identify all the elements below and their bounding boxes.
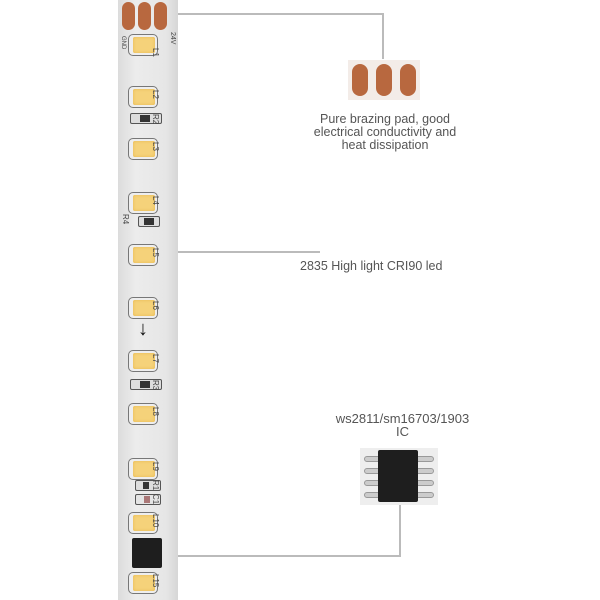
resistor [135, 480, 161, 491]
leader-line [178, 555, 400, 557]
voltage-label: 24V [169, 32, 176, 45]
resistor-label: R1 [151, 480, 160, 491]
led-strip: 24V GND L1 L2 R2 L3 L4 R4 L5 L6 ↓ L7 R3 … [118, 0, 178, 600]
capacitor [135, 494, 161, 505]
led [128, 403, 158, 425]
leader-line [382, 13, 384, 59]
led-label: L7 [151, 354, 160, 363]
led-label: L5 [151, 248, 160, 257]
resistor-label: R4 [121, 214, 130, 225]
resistor-label: R3 [151, 380, 160, 391]
led-label: L8 [151, 407, 160, 416]
led-label: L15 [151, 574, 160, 588]
led [128, 244, 158, 266]
led [128, 138, 158, 160]
led [128, 86, 158, 108]
ic-text-line: IC [396, 424, 409, 439]
led [128, 192, 158, 214]
gnd-label: GND [120, 36, 126, 50]
led [128, 350, 158, 372]
led-label: L2 [151, 90, 160, 99]
led-description: 2835 High light CRI90 led [300, 259, 443, 273]
solder-pad [154, 2, 167, 30]
resistor [130, 379, 162, 390]
led-label: L6 [151, 301, 160, 310]
solder-pad [122, 2, 135, 30]
led [128, 458, 158, 480]
led [128, 297, 158, 319]
capacitor-label: C1 [151, 494, 160, 505]
leader-line [178, 13, 384, 15]
led-label: L10 [151, 514, 160, 528]
led [128, 34, 158, 56]
led [128, 572, 158, 594]
arrow-down-icon: ↓ [138, 318, 148, 340]
resistor [130, 113, 162, 124]
pad-description: Pure brazing pad, good electrical conduc… [280, 113, 490, 152]
leader-line [399, 505, 401, 557]
ic-text-line: ws2811/sm16703/1903 [335, 411, 470, 426]
brazing-pad-image [348, 60, 420, 100]
leader-line [178, 251, 320, 253]
led-label: L3 [151, 142, 160, 151]
pad-text-line: electrical conductivity and [313, 125, 457, 139]
resistor-label: R2 [151, 114, 160, 125]
ic-image [360, 448, 438, 505]
ic-chip [132, 538, 162, 568]
led-label: L4 [151, 196, 160, 205]
solder-pad [138, 2, 151, 30]
ic-description: ws2811/sm16703/1903 IC [310, 412, 495, 438]
led [128, 512, 158, 534]
led-label: L1 [151, 48, 160, 57]
pad-text-line: heat dissipation [341, 138, 429, 152]
pad-text-line: Pure brazing pad, good [320, 112, 450, 126]
led-label: L9 [151, 462, 160, 471]
resistor [138, 216, 160, 227]
